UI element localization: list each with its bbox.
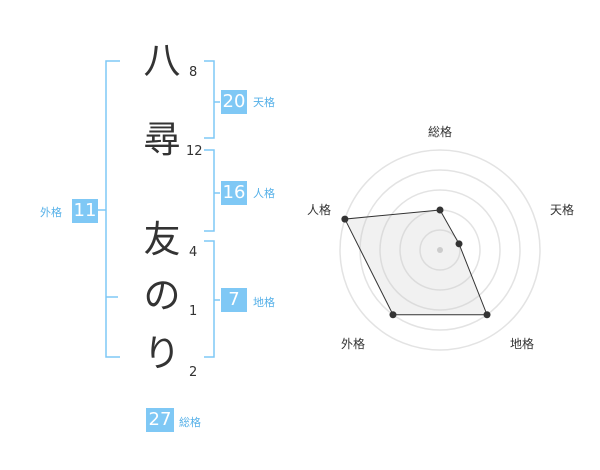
jinkaku-label: 人格 bbox=[253, 187, 275, 200]
tenkaku-bracket bbox=[204, 60, 215, 139]
name-char-4: の bbox=[143, 274, 181, 317]
chikaku-bracket bbox=[204, 240, 215, 358]
radar-point bbox=[341, 215, 349, 223]
radar-point bbox=[455, 240, 463, 248]
name-char-5: り bbox=[143, 332, 181, 375]
soukaku-label: 総格 bbox=[179, 416, 201, 429]
radar-ring bbox=[379, 189, 501, 311]
name-char-1: 八 bbox=[143, 39, 181, 82]
chikaku-label: 地格 bbox=[253, 296, 275, 309]
stroke-count-1: 8 bbox=[189, 65, 198, 80]
radar-point bbox=[436, 206, 444, 214]
radar-label-tenkaku: 天格 bbox=[550, 203, 575, 217]
chikaku-value: 7 bbox=[221, 288, 247, 312]
tenkaku-value: 20 bbox=[221, 90, 247, 114]
radar-polygon bbox=[344, 209, 488, 316]
gaikaku-bracket bbox=[105, 60, 120, 358]
name-char-2: 尋 bbox=[143, 118, 181, 161]
radar-point bbox=[483, 311, 491, 319]
radar-label-gaikaku: 外格 bbox=[341, 337, 366, 351]
jinkaku-bracket bbox=[204, 149, 215, 232]
radar-ring bbox=[419, 229, 461, 271]
stroke-count-3: 4 bbox=[189, 245, 198, 260]
radar-center-dot bbox=[437, 247, 443, 253]
radar-label-jinkaku: 人格 bbox=[307, 203, 332, 217]
soukaku-value: 27 bbox=[146, 408, 174, 432]
jinkaku-value: 16 bbox=[221, 181, 247, 205]
stroke-count-2: 12 bbox=[186, 144, 203, 159]
gaikaku-label: 外格 bbox=[40, 206, 62, 219]
tenkaku-label: 天格 bbox=[253, 96, 275, 109]
gaikaku-value: 11 bbox=[72, 199, 98, 223]
stroke-count-5: 2 bbox=[189, 365, 198, 380]
name-char-3: 友 bbox=[143, 218, 181, 261]
radar-label-soukaku: 総格 bbox=[428, 125, 453, 139]
stroke-count-4: 1 bbox=[189, 304, 198, 319]
radar-ring bbox=[339, 149, 541, 351]
radar-point bbox=[389, 311, 397, 319]
radar-label-chikaku: 地格 bbox=[510, 337, 535, 351]
